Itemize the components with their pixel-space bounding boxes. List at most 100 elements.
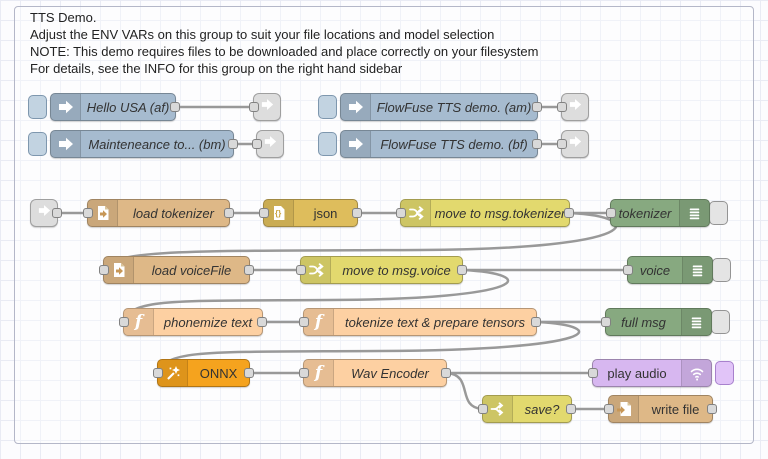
group-description: TTS Demo. Adjust the ENV VARs on this gr… [30,9,538,77]
switch-node-save[interactable]: save? [478,395,576,423]
inject-node-maintenance[interactable]: Mainteneance to... (bm) [50,130,238,158]
file-in-node-load-tokenizer[interactable]: load tokenizer [83,199,234,227]
output-port[interactable] [531,317,541,327]
svg-text:{}: {} [275,209,281,218]
output-port[interactable] [170,102,180,112]
input-port[interactable] [623,265,633,275]
node-label: move to msg.voice [342,262,451,278]
function-f-icon: f [124,309,154,335]
input-port[interactable] [478,404,488,414]
inject-node-flowfuse-bf[interactable]: FlowFuse TTS demo. (bf) [340,130,542,158]
debug-node-tokenizer[interactable]: tokenizer [606,199,710,227]
output-port[interactable] [244,368,254,378]
output-port[interactable] [457,265,467,275]
node-label: ONNX [199,365,238,381]
function-node-wav-encoder[interactable]: f Wav Encoder [299,359,451,387]
group-description-line: For details, see the INFO for this group… [30,61,403,76]
group-description-line: TTS Demo. [30,10,97,25]
node-label: FlowFuse TTS demo. (am) [376,99,532,115]
debug-node-voice[interactable]: voice [623,256,713,284]
inject-arrow-icon [51,94,81,120]
play-audio-button[interactable] [715,361,734,385]
onnx-model-node[interactable]: ONNX [153,359,254,387]
input-port[interactable] [606,208,616,218]
group-description-line: NOTE: This demo requires files to be dow… [30,44,539,59]
shuffle-icon [301,257,331,283]
link-out-node[interactable] [557,93,589,121]
input-port[interactable] [296,265,306,275]
input-port[interactable] [153,368,163,378]
json-node[interactable]: {} json [259,199,362,227]
node-label: Mainteneance to... (bm) [88,136,226,152]
wire[interactable] [155,320,581,374]
debug-lines-icon [681,309,711,335]
inject-button[interactable] [318,132,337,156]
input-port[interactable] [99,265,109,275]
output-port[interactable] [532,102,542,112]
input-port[interactable] [588,368,598,378]
output-port[interactable] [244,265,254,275]
file-out-node-write-file[interactable]: write file [604,395,717,423]
debug-lines-icon [679,200,709,226]
input-port[interactable] [604,404,614,414]
debug-toggle-button[interactable] [711,310,730,334]
output-port[interactable] [228,139,238,149]
output-port[interactable] [352,208,362,218]
inject-node-flowfuse-am[interactable]: FlowFuse TTS demo. (am) [340,93,542,121]
input-port[interactable] [252,139,262,149]
debug-node-full-msg[interactable]: full msg [601,308,712,336]
change-node-move-tokenizer[interactable]: move to msg.tokenizer [396,199,574,227]
link-out-node[interactable] [252,130,284,158]
wire[interactable] [121,268,510,323]
input-port[interactable] [601,317,611,327]
input-port[interactable] [396,208,406,218]
output-port[interactable] [441,368,451,378]
inject-button[interactable] [28,95,47,119]
input-port[interactable] [557,139,567,149]
function-node-tokenize-tensors[interactable]: f tokenize text & prepare tensors [299,308,541,336]
inject-arrow-icon [341,94,371,120]
output-port[interactable] [566,404,576,414]
function-node-phonemize[interactable]: f phonemize text [119,308,267,336]
node-label: voice [639,262,671,278]
link-arrow-icon [263,134,278,154]
link-arrow-icon [260,97,275,117]
node-label: load voiceFile [151,262,232,278]
debug-toggle-button[interactable] [712,258,731,282]
inject-button[interactable] [28,132,47,156]
input-port[interactable] [299,317,309,327]
json-braces-icon: {} [264,200,294,226]
file-document-icon [88,200,118,226]
input-port[interactable] [259,208,269,218]
input-port[interactable] [249,102,259,112]
node-label: tokenize text & prepare tensors [345,314,525,330]
node-label: write file [651,401,700,417]
debug-toggle-button[interactable] [709,201,728,225]
node-label: load tokenizer [133,205,214,221]
debug-lines-icon [682,257,712,283]
wire[interactable] [446,371,483,411]
output-port[interactable] [257,317,267,327]
output-port[interactable] [224,208,234,218]
link-out-node[interactable] [249,93,281,121]
input-port[interactable] [83,208,93,218]
inject-node-hello-usa[interactable]: Hello USA (af) [50,93,180,121]
link-out-node[interactable] [557,130,589,158]
change-node-move-voice[interactable]: move to msg.voice [296,256,467,284]
shuffle-icon [401,200,431,226]
group-description-line: Adjust the ENV VARs on this group to sui… [30,27,495,42]
output-port[interactable] [564,208,574,218]
output-port[interactable] [52,208,62,218]
inject-button[interactable] [318,95,337,119]
input-port[interactable] [557,102,567,112]
input-port[interactable] [119,317,129,327]
file-in-node-load-voicefile[interactable]: load voiceFile [99,256,254,284]
node-label: tokenizer [618,205,672,221]
output-port[interactable] [707,404,717,414]
output-port[interactable] [532,139,542,149]
input-port[interactable] [299,368,309,378]
play-audio-node[interactable]: play audio [588,359,712,387]
link-in-node[interactable] [30,199,62,227]
node-label: play audio [607,365,667,381]
